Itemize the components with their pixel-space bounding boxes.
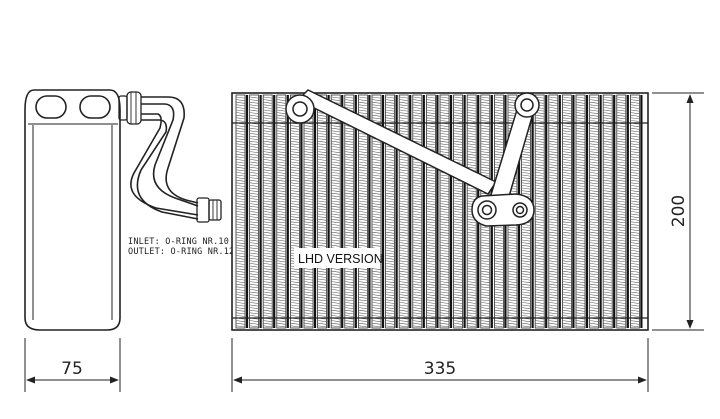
fin-tube [385,94,396,329]
front-height-dimension [652,92,704,331]
fin-tube [439,94,450,329]
fin-tube [630,94,640,329]
front-width-value: 335 [424,359,456,379]
fin-tube [289,94,300,329]
inlet-note: INLET: O-RING NR.10 [128,237,229,247]
fin-tube [425,94,436,329]
fin-tube [317,94,328,329]
fin-tube [534,94,545,329]
pipe-end-fitting [196,197,210,223]
version-label-box: LHD VERSION [294,248,383,268]
fin-tube [262,94,273,329]
fin-tube-pattern [235,94,643,329]
outlet-port-outline [79,95,111,119]
fin-tube [412,94,423,329]
fin-tube [453,94,464,329]
side-view-body [24,89,121,331]
fin-tube [548,94,559,329]
fin-tube [575,94,586,329]
outlet-note: OUTLET: O-RING NR.12 [128,247,234,257]
front-view [231,92,649,331]
fin-tube [249,94,260,329]
inlet-port-outline [35,95,67,119]
front-pipes [285,89,540,227]
fin-tube [330,94,341,329]
side-width-value: 75 [61,359,83,379]
version-label: LHD VERSION [298,252,383,266]
fin-tube [616,94,627,329]
fin-tube [235,94,246,329]
fin-tube [276,94,287,329]
front-height-value: 200 [669,195,689,227]
fin-tube [357,94,368,329]
fin-tube [398,94,409,329]
front-width-dimension [231,338,649,392]
fin-tube [562,94,572,329]
side-view [24,89,222,331]
fin-tube [344,94,355,329]
side-width-dimension [24,338,121,392]
fin-tube [589,94,599,329]
pipe-inner [141,103,199,207]
fin-tube [371,94,382,329]
fin-tube [602,94,613,329]
pipe-outer [141,96,199,204]
